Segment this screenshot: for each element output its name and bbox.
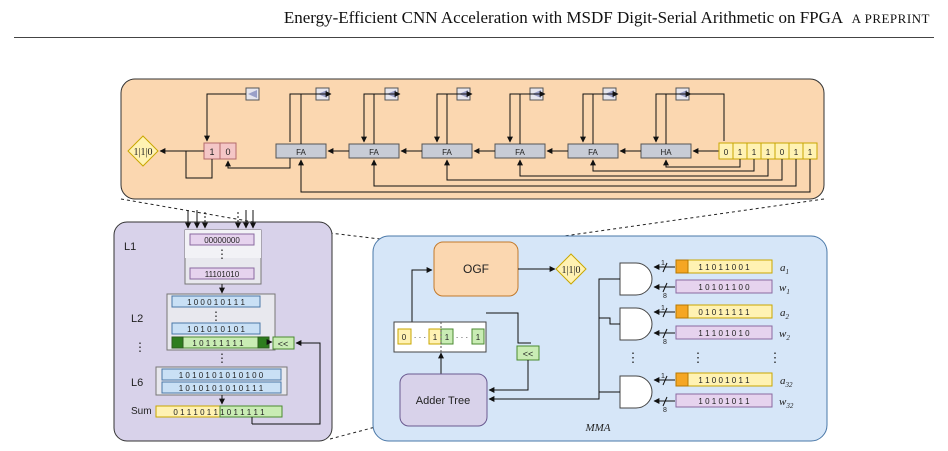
ogf-block: OGF: [433, 241, 519, 297]
svg-text:⋮: ⋮: [210, 309, 222, 323]
a2-label: a2: [780, 307, 790, 321]
ogf-label: OGF: [463, 262, 489, 276]
svg-text:⋮: ⋮: [627, 350, 640, 365]
svg-text:⋮: ⋮: [692, 350, 705, 365]
input-bit-6: 1: [808, 148, 813, 157]
input-bit-4: 0: [780, 148, 785, 157]
header-tag: A PREPRINT: [851, 11, 930, 26]
page-header: Energy-Efficient CNN Acceleration with M…: [0, 8, 930, 28]
adder-shift-label: <<: [278, 339, 289, 349]
reg-bit-0: 0: [402, 333, 407, 342]
level-vdots: ⋮: [134, 340, 146, 354]
header-title: Energy-Efficient CNN Acceleration with M…: [283, 8, 844, 27]
l1-bottom-bits: 11101010: [205, 270, 240, 279]
l2-mid-bits: 1 0 1 0 1 0 1 0 1: [187, 325, 245, 334]
l2-top-bits: 1 0 0 0 1 0 1 1 1: [187, 298, 245, 307]
reg-bit-2: 1: [445, 333, 450, 342]
sum-register: 0 1 1 1 0 1 1 1 0 1 1 1 1 1: [155, 405, 283, 418]
svg-text:1: 1: [661, 373, 665, 380]
svg-text:⋮: ⋮: [216, 351, 228, 365]
svg-text:1: 1: [661, 305, 665, 312]
header-rule: [14, 37, 934, 38]
ogf-result-register: 1 0: [203, 142, 237, 160]
l1-top-bits: 00000000: [204, 236, 240, 245]
ogf-input-register: 0 1 1 1 0 1 1: [718, 142, 818, 160]
svg-text:⋮: ⋮: [769, 350, 782, 365]
accumulator-register: 0 · · · 1 1 · · · 1: [393, 321, 487, 353]
svg-text:FA: FA: [296, 148, 306, 157]
mma-output-symbol: 1|1|0: [561, 265, 580, 276]
full-adder-4: FA: [494, 143, 546, 159]
l1-block: 00000000 ⋮ 11101010: [184, 229, 262, 285]
svg-text:8: 8: [663, 339, 667, 346]
svg-text:HA: HA: [660, 148, 672, 157]
w32-bits: 1 0 1 0 1 0 1 1: [698, 397, 750, 406]
input-bit-0: 0: [724, 148, 729, 157]
level-label-sum: Sum: [131, 406, 152, 417]
svg-text:1: 1: [661, 260, 665, 267]
adder-shift-block: <<: [272, 336, 295, 350]
l1-vdots: ⋮: [216, 247, 228, 261]
a32-bits: 1 1 0 0 1 0 1 1: [698, 376, 750, 385]
row-1: 1 1 0 1 1 0 0 1 a1 1 0 1 0 1 1 0 0 w1: [675, 259, 790, 296]
svg-text:FA: FA: [369, 148, 379, 157]
l6-block: 1 0 1 0 1 0 1 0 1 0 1 0 0 1 0 1 0 1 0 1 …: [155, 366, 288, 396]
a32-label: a32: [780, 375, 793, 389]
l6-top-bits: 1 0 1 0 1 0 1 0 1 0 1 0 0: [179, 371, 264, 380]
result-bit-0: 1: [209, 147, 214, 157]
mma-label: MMA: [584, 422, 610, 434]
ogf-detail-panel: [120, 78, 825, 200]
adder-tree-block: Adder Tree: [399, 373, 488, 427]
w1-bits: 1 0 1 0 1 1 0 0: [698, 283, 750, 292]
l6-bottom-bits: 1 0 1 0 1 0 1 0 1 0 1 1 1: [179, 384, 264, 393]
svg-text:FA: FA: [588, 148, 598, 157]
input-bit-1: 1: [738, 148, 743, 157]
result-bit-1: 0: [225, 147, 230, 157]
input-bit-2: 1: [752, 148, 757, 157]
bus-width-labels: 1 8 1 8 1 8: [661, 260, 667, 414]
full-adder-2: FA: [348, 143, 400, 159]
level-label-l2: L2: [131, 313, 143, 325]
svg-text:· · ·: · · ·: [456, 333, 468, 342]
mma-output-diamond: 1|1|0: [555, 253, 587, 285]
l2-block: 1 0 0 0 1 0 1 1 1 ⋮ 1 0 1 0 1 0 1 0 1 1 …: [166, 293, 276, 351]
reg-dots: · · ·: [414, 333, 426, 342]
half-adder: HA: [640, 143, 692, 159]
mma-shift-label: <<: [523, 349, 534, 359]
adder-tree-label: Adder Tree: [416, 395, 470, 407]
sum-bits: 0 1 1 1 0 1 1 1 0 1 1 1 1 1: [173, 408, 265, 417]
a2-bits: 0 1 0 1 1 1 1 1: [698, 308, 750, 317]
and-gates: [619, 262, 653, 409]
w2-bits: 1 1 1 0 1 0 1 0: [698, 329, 750, 338]
input-bit-3: 1: [766, 148, 771, 157]
full-adder-5: FA: [567, 143, 619, 159]
l2-bottom-bits: 1 0 1 1 1 1 1 1: [192, 339, 244, 348]
mma-shift-block: <<: [516, 345, 540, 361]
level-label-l6: L6: [131, 377, 143, 389]
reg-bit-3: 1: [476, 333, 481, 342]
row-2: 0 1 0 1 1 1 1 1 a2 1 1 1 0 1 0 1 0 w2: [675, 304, 790, 342]
w32-label: w32: [779, 396, 794, 410]
level-label-l1: L1: [124, 241, 136, 253]
input-bit-5: 1: [794, 148, 799, 157]
w1-label: w1: [779, 282, 790, 296]
svg-text:FA: FA: [442, 148, 452, 157]
svg-text:8: 8: [663, 293, 667, 300]
svg-text:8: 8: [663, 407, 667, 414]
ogf-output-symbol: 1|1|0: [133, 147, 152, 158]
row-32: 1 1 0 0 1 0 1 1 a32 1 0 1 0 1 0 1 1 w32: [675, 372, 794, 410]
full-adder-3: FA: [421, 143, 473, 159]
reg-bit-1: 1: [433, 333, 438, 342]
svg-text:FA: FA: [515, 148, 525, 157]
full-adder-1: FA: [275, 143, 327, 159]
a1-label: a1: [780, 262, 789, 276]
w2-label: w2: [779, 328, 790, 342]
ogf-output-diamond: 1|1|0: [127, 135, 159, 167]
a1-bits: 1 1 0 1 1 0 0 1: [698, 263, 750, 272]
